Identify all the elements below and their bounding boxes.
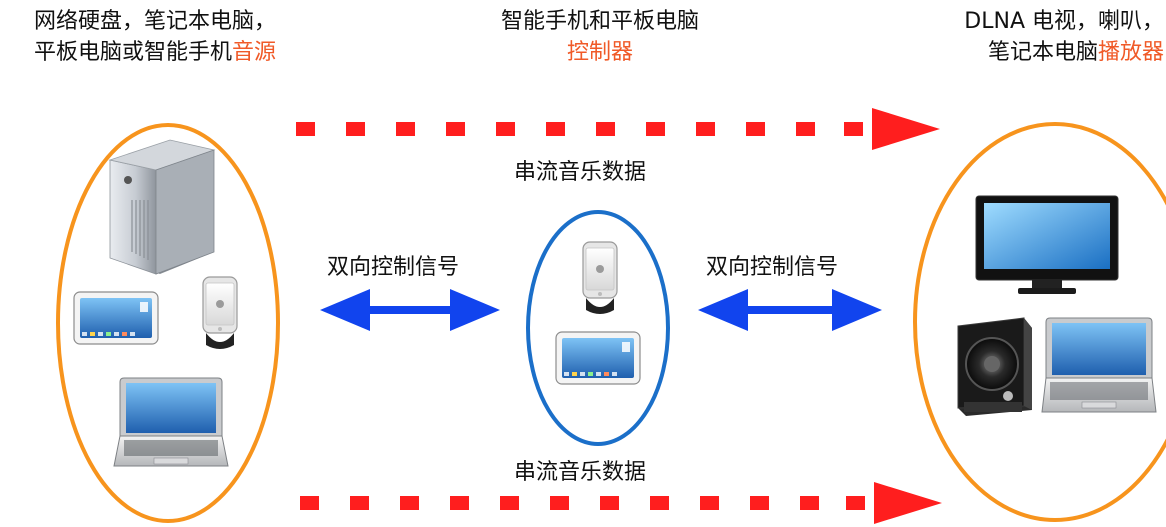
controller-phone-icon <box>582 241 618 315</box>
players-role: 播放器 <box>1097 40 1164 65</box>
controller-caption-line1: 智能手机和平板电脑 <box>500 9 699 34</box>
sources-caption-line1: 网络硬盘，笔记本电脑， <box>33 9 276 34</box>
players-caption-line1: DLNA 电视，喇叭， <box>964 9 1164 34</box>
players-ellipse <box>913 122 1166 522</box>
tablet-icon <box>73 291 159 345</box>
controller-ellipse <box>526 210 670 446</box>
control-arrow-right <box>698 289 882 331</box>
players-caption-line2: 笔记本电脑 <box>987 40 1098 65</box>
laptop-icon <box>113 377 229 467</box>
sources-role: 音源 <box>232 40 277 65</box>
stream-label-bottom: 串流音乐数据 <box>514 460 647 485</box>
server-icon <box>108 139 216 275</box>
tv-icon <box>975 195 1119 294</box>
players-caption: DLNA 电视，喇叭， 笔记本电脑播放器 <box>920 6 1164 68</box>
control-label-right: 双向控制信号 <box>706 255 839 280</box>
control-label-left: 双向控制信号 <box>327 255 460 280</box>
controller-role: 控制器 <box>566 40 633 65</box>
control-arrow-left <box>320 289 500 331</box>
stream-arrow-top <box>296 108 940 150</box>
stream-label-top: 串流音乐数据 <box>514 160 647 185</box>
player-laptop-icon <box>1041 317 1157 413</box>
sources-caption-line2: 平板电脑或智能手机 <box>33 40 232 65</box>
sources-caption-line2-wrap: 平板电脑或智能手机音源 <box>4 37 306 68</box>
speaker-icon <box>957 317 1032 416</box>
sources-ellipse <box>56 123 280 523</box>
phone-icon <box>202 276 238 350</box>
players-caption-line2-wrap: 笔记本电脑播放器 <box>920 37 1164 68</box>
stream-arrow-bottom <box>300 482 942 524</box>
controller-caption: 智能手机和平板电脑 控制器 <box>470 6 730 68</box>
controller-tablet-icon <box>555 331 641 385</box>
sources-caption: 网络硬盘，笔记本电脑， 平板电脑或智能手机音源 <box>4 6 306 68</box>
